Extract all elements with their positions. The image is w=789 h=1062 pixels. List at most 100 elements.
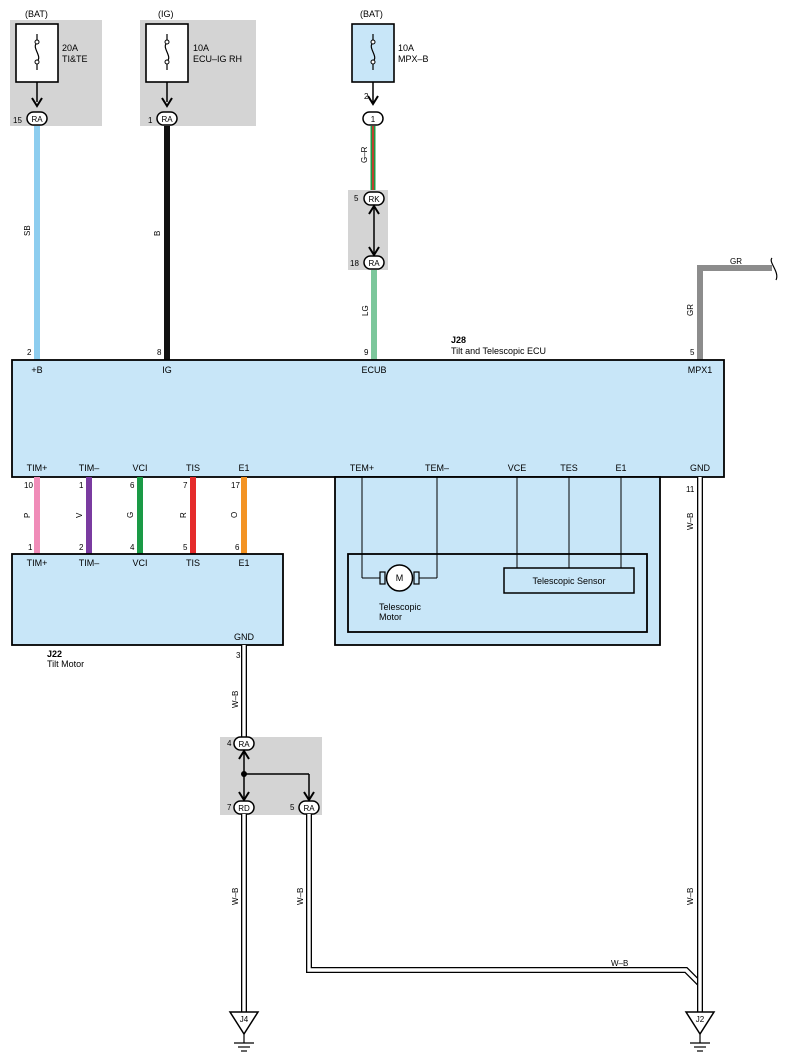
ground-j4-icon <box>228 1011 260 1036</box>
junction-rk-ra: 5 RK 18 RA <box>350 191 385 270</box>
ecu-label-ig: IG <box>162 365 172 375</box>
fuse-mpxb-conn: 1 <box>371 115 376 124</box>
ecu-top-pin-3: 9 <box>364 348 369 357</box>
fuse-ecuig-name: ECU–IG RH <box>193 54 242 64</box>
fuse-tite-pin: 15 <box>13 116 22 125</box>
wire-wb-mid-label: W–B <box>296 888 305 905</box>
ecu-label-plusb: +B <box>31 365 42 375</box>
ecu-label-gnd: GND <box>690 463 711 473</box>
junction-rd7-label: RD <box>238 804 250 813</box>
wire-v-label: V <box>75 512 84 518</box>
tilt-motor-name: Tilt Motor <box>47 659 84 669</box>
ecu-bottom-pin-1: 10 <box>24 481 33 490</box>
wire-wb-left-label: W–B <box>231 888 240 905</box>
ecu-label-tis: TIS <box>186 463 200 473</box>
fuse-tite-source: (BAT) <box>25 9 48 19</box>
telescopic-motor-line2: Motor <box>379 612 402 622</box>
fuse-tite-name: TI&TE <box>62 54 88 64</box>
wire-sb-label: SB <box>23 225 32 236</box>
junction-ra18-label: RA <box>368 259 380 268</box>
wire-gr-label: GR <box>686 304 695 316</box>
telescopic-motor-icon: M <box>379 564 420 592</box>
wire-gr-end-label: GR <box>730 257 742 266</box>
ecu-label-timm: TIM– <box>79 463 100 473</box>
fuse-ecuig-source: (IG) <box>158 9 174 19</box>
tilt-pin-1: 1 <box>28 543 33 552</box>
wire-wb-j2-label: W–B <box>686 888 695 905</box>
telescopic-inner-frame <box>347 553 648 633</box>
telescopic-sensor-label: Telescopic Sensor <box>532 576 605 586</box>
tilt-pin-5: 6 <box>235 543 240 552</box>
ecu-name: Tilt and Telescopic ECU <box>451 346 546 356</box>
ground-j2-icon <box>684 1011 716 1036</box>
ecu-label-temm: TEM– <box>425 463 449 473</box>
fuse-mpxb: (BAT) 10A MPX–B 2 1 <box>351 9 429 126</box>
ecu-box <box>11 359 725 478</box>
fuse-mpxb-name: MPX–B <box>398 54 429 64</box>
ecu-bottom-pin-3: 6 <box>130 481 135 490</box>
tilt-pin-2: 2 <box>79 543 84 552</box>
telescopic-panel <box>334 476 661 646</box>
ecu-label-vci: VCI <box>132 463 147 473</box>
fuse-mpxb-source: (BAT) <box>360 9 383 19</box>
fuse-tite-amp: 20A <box>62 43 78 53</box>
junction-ra4-pin: 4 <box>227 739 232 748</box>
tilt-label-tis: TIS <box>186 558 200 568</box>
junction-ra4-label: RA <box>238 740 250 749</box>
wire-wb-mid <box>306 814 703 1012</box>
ecu-code: J28 <box>451 335 466 345</box>
fuse-ecuig: (IG) 10A ECU–IG RH 1 RA <box>145 9 242 126</box>
fuse-mpxb-amp: 10A <box>398 43 414 53</box>
fuse-tite: (BAT) 20A TI&TE 15 RA <box>13 9 88 126</box>
ecu-label-mpx1: MPX1 <box>688 365 713 375</box>
ground-j4-label: J4 <box>240 1015 249 1024</box>
wire-b-label: B <box>153 231 162 236</box>
tilt-pin-3: 4 <box>130 543 135 552</box>
telescopic-sensor-box <box>503 567 635 594</box>
tilt-label-e1: E1 <box>238 558 249 568</box>
ecu-bottom-pin-2: 1 <box>79 481 84 490</box>
ground-j4: J4 <box>228 1011 260 1052</box>
wire-lg-label: LG <box>361 305 370 316</box>
fuse-mpxb-pin: 2 <box>364 92 369 101</box>
wire-o-label: O <box>230 512 239 518</box>
ecu-top-pin-4: 5 <box>690 348 695 357</box>
wire-wb-tilt-label: W–B <box>231 691 240 708</box>
ecu-label-vce: VCE <box>508 463 527 473</box>
tilt-pin-4: 5 <box>183 543 188 552</box>
tilt-label-gnd: GND <box>234 632 255 642</box>
fuse-tite-conn: RA <box>31 115 43 124</box>
ecu-top-pin-2: 8 <box>157 348 162 357</box>
wire-gr <box>697 265 772 360</box>
ecu-bottom-pin-5: 17 <box>231 481 240 490</box>
junction-rk-pin: 5 <box>354 194 359 203</box>
ecu-label-ecub: ECUB <box>361 365 386 375</box>
ecu-label-tes: TES <box>560 463 578 473</box>
fuse-ecuig-conn: RA <box>161 115 173 124</box>
telescopic-motor-symbol: M <box>396 573 404 583</box>
tilt-label-timp: TIM+ <box>27 558 48 568</box>
ecu-label-timp: TIM+ <box>27 463 48 473</box>
tilt-label-vci: VCI <box>132 558 147 568</box>
wire-wb-horiz-label: W–B <box>611 959 628 968</box>
fuse-ecuig-pin: 1 <box>148 116 153 125</box>
ecu-gnd-pin: 11 <box>686 485 695 494</box>
wire-p-label: P <box>23 513 32 518</box>
tilt-motor-box <box>11 553 284 646</box>
telescopic-motor-line1: Telescopic <box>379 602 422 612</box>
junction-ra-rd: 4 RA 7 RD 5 RA <box>227 736 320 815</box>
ecu-label-e1-inner: E1 <box>615 463 626 473</box>
wire-wb-right-label: W–B <box>686 513 695 530</box>
junction-rk-label: RK <box>368 195 380 204</box>
wire-g-label: G <box>126 512 135 518</box>
junction-ra5-label: RA <box>303 804 315 813</box>
ground-j2: J2 <box>684 1011 716 1052</box>
junction-ra5-pin: 5 <box>290 803 295 812</box>
ecu-label-e1: E1 <box>238 463 249 473</box>
tilt-label-timm: TIM– <box>79 558 100 568</box>
tilt-gnd-pin: 3 <box>236 651 241 660</box>
fuse-ecuig-amp: 10A <box>193 43 209 53</box>
ecu-bottom-pin-4: 7 <box>183 481 188 490</box>
ecu-top-pin-1: 2 <box>27 348 32 357</box>
